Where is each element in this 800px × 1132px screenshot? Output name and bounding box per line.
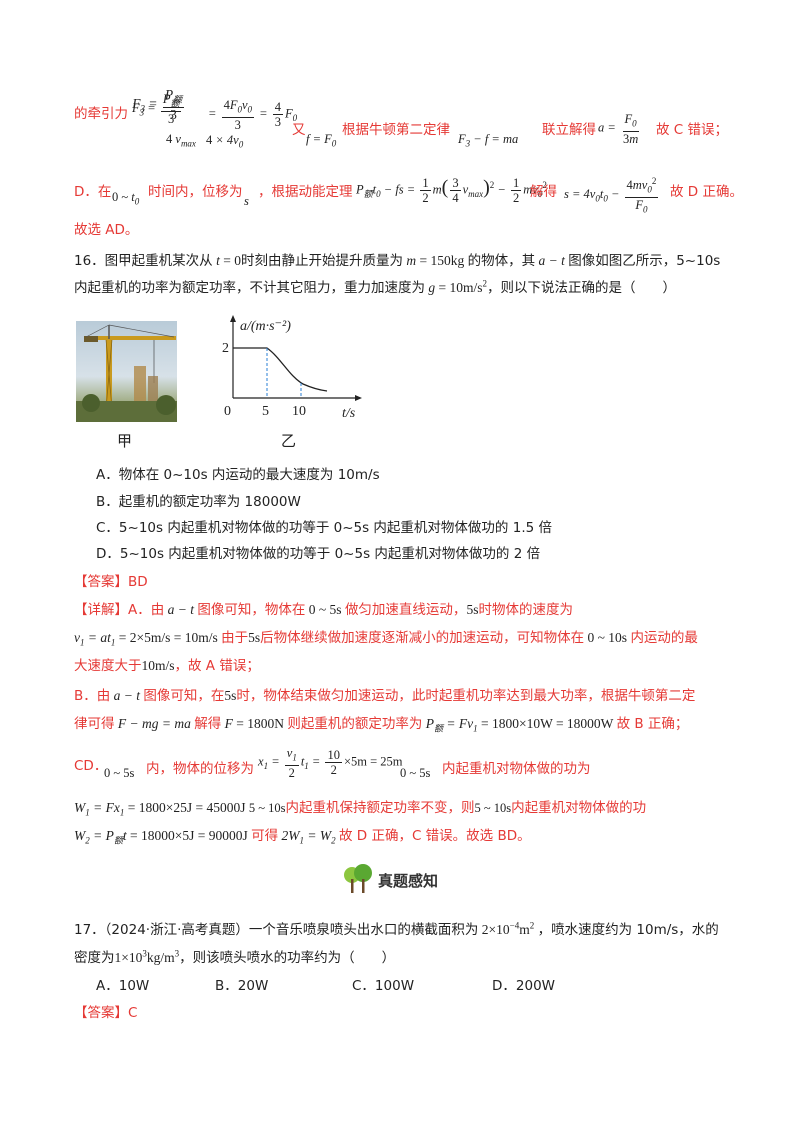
text: 【详解】 — [74, 602, 128, 618]
x-tick-5: 5 — [262, 404, 269, 419]
text-d-energy: ，根据动能定理 — [258, 184, 353, 200]
formula-vmax-denom: 4 vmax — [166, 132, 196, 149]
section-banner: 真题感知 — [342, 863, 458, 895]
q17-stem-line1: 17．（2024·浙江·高考真题）一个音乐喷泉喷头出水口的横截面积为 2×10−… — [74, 920, 719, 939]
text: 时物体的速度为 — [478, 602, 573, 618]
text: 内运动的最 — [630, 630, 698, 646]
text: 17．（2024·浙江·高考真题）一个音乐喷泉喷头出水口的横截面积为 — [74, 922, 479, 938]
text: 密度为 — [74, 950, 115, 966]
text: B．由 — [74, 688, 111, 704]
text: ，故 A 错误； — [174, 658, 260, 674]
text: 大速度大于 — [74, 658, 142, 674]
q16-answer: 【答案】BD — [74, 574, 148, 590]
a-t-graph — [230, 315, 362, 401]
option-d: D．5~10s 内起重机对物体做的功等于 0~5s 内起重机对物体做功的 2 倍 — [96, 546, 541, 562]
text: 内起重机的功率为额定功率，不计其它阻力，重力加速度为 — [74, 280, 425, 296]
text: 16．图甲起重机某次从 — [74, 253, 213, 269]
formula-s: s — [244, 194, 249, 208]
banner-title: 真题感知 — [378, 872, 439, 890]
formula-0-5s-b: 0 ~ 5s — [400, 766, 431, 780]
text: 图像可知，在 — [143, 688, 225, 704]
formula-0-5s: 0 ~ 5s — [104, 766, 135, 780]
formula-interval: 0 ~ t0 — [112, 190, 140, 207]
text: ，则以下说法正确的是（ ） — [487, 280, 676, 296]
text: 可得 — [251, 828, 279, 844]
exp-a-line1: 【详解】A．由 a − t 图像可知，物体在 0 ~ 5s 做匀加速直线运动，5… — [74, 602, 573, 618]
text: 则起重机的额定功率为 — [287, 716, 423, 732]
y-tick-2: 2 — [222, 341, 229, 356]
y-axis-label: a/(m·s⁻²) — [240, 319, 291, 334]
figure-caption-jia: 甲 — [117, 432, 133, 450]
text: 图像如图乙所示，5~10s — [568, 253, 721, 269]
text: 时，物体结束做匀加速运动，此时起重机功率达到最大功率，根据牛顿第二定 — [236, 688, 696, 704]
text-d-correct: 故 D 正确。 — [670, 184, 743, 200]
q17-option-d: D．200W — [492, 978, 556, 994]
exp-cd-head: CD． — [74, 758, 108, 774]
text: ，则该喷头喷水的功率约为（ ） — [179, 950, 396, 966]
formula-newton2: F3 − f = ma — [458, 132, 519, 149]
option-c: C．5~10s 内起重机对物体做的功等于 0~5s 内起重机对物体做功的 1.5… — [96, 520, 552, 536]
text: 图像可知，物体在 — [197, 602, 306, 618]
text-prev-conclusion: 故选 AD。 — [74, 222, 139, 238]
exp-b-line1: B．由 a − t 图像可知，在5s时，物体结束做匀加速运动，此时起重机功率达到… — [74, 688, 696, 704]
text-you: 又 — [292, 122, 306, 138]
text-displacement: 内，物体的位移为 — [146, 761, 254, 777]
x-axis-arrow — [355, 395, 362, 401]
exp-a-line2: v1 = at1 = 2×5m/s = 10m/s 由于5s后物体继续做加速度逐… — [74, 630, 698, 648]
exp-b-line2: 律可得 F − mg = ma 解得 F = 1800N 则起重机的额定功率为 … — [74, 716, 689, 734]
text-solve: 联立解得 — [542, 122, 596, 138]
text: 后物体继续做加速度逐渐减小的加速运动，可知物体在 — [260, 630, 585, 646]
exp-cd-line3: W2 = P额t = 18000×5J = 90000J 可得 2W1 = W2… — [74, 828, 531, 846]
text: 律可得 — [74, 716, 115, 732]
text-c-wrong: 故 C 错误； — [656, 122, 729, 138]
text: 时刻由静止开始提升质量为 — [240, 253, 403, 269]
figure-caption-yi: 乙 — [281, 432, 297, 450]
x-tick-0: 0 — [224, 404, 231, 419]
text: 内起重机保持额定功率不变，则 — [285, 800, 475, 816]
text: A．由 — [128, 602, 165, 618]
q17-answer: 【答案】C — [74, 1005, 138, 1021]
text: 的物体，其 — [467, 253, 536, 269]
y-axis-arrow — [230, 315, 236, 322]
text: 故 D 正确，C 错误。故选 BD。 — [338, 828, 531, 844]
formula-f-eq-f0: f = F0 — [306, 132, 337, 149]
text: 内起重机对物体做的功 — [511, 800, 647, 816]
text-d-prefix: D．在 — [74, 184, 112, 200]
crane-photo — [76, 321, 177, 422]
q17-option-b: B．20W — [215, 978, 269, 994]
exp-cd-line2: W1 = Fx1 = 1800×25J = 45000J 5 ~ 10s内起重机… — [74, 800, 647, 818]
text-d-solve: 解得 — [530, 184, 557, 200]
option-a: A．物体在 0~10s 内运动的最大速度为 10m/s — [96, 467, 380, 483]
text: 解得 — [194, 716, 222, 732]
tree-icon — [344, 864, 372, 893]
q16-stem-line2: 内起重机的功率为额定功率，不计其它阻力，重力加速度为 g = 10m/s2，则以… — [74, 278, 676, 297]
q17-option-c: C．100W — [352, 978, 415, 994]
text: 由于 — [221, 630, 249, 646]
q17-option-a: A．10W — [96, 978, 150, 994]
x-tick-10: 10 — [292, 404, 306, 419]
x-axis-label: t/s — [342, 406, 356, 421]
q17-stem-line2: 密度为1×103kg/m3，则该喷头喷水的功率约为（ ） — [74, 948, 396, 967]
text-work1: 内起重机对物体做的功为 — [442, 761, 591, 777]
text: 的牵引力 — [74, 105, 128, 122]
text-d-time: 时间内，位移为 — [148, 184, 243, 200]
text: ，喷水速度约为 10m/s，水的 — [537, 922, 719, 938]
exp-a-line3: 大速度大于10m/s，故 A 错误； — [74, 658, 260, 674]
a-t-curve — [233, 347, 328, 392]
text: 故 B 正确； — [616, 716, 689, 732]
text-newton: 根据牛顿第二定律 — [342, 122, 450, 138]
option-b: B．起重机的额定功率为 18000W — [96, 494, 301, 510]
q16-stem-line1: 16．图甲起重机某次从 t = 0时刻由静止开始提升质量为 m = 150kg … — [74, 253, 721, 269]
formula-denom2: 4 × 4v0 — [206, 133, 244, 150]
text: 做匀加速直线运动， — [344, 602, 467, 618]
